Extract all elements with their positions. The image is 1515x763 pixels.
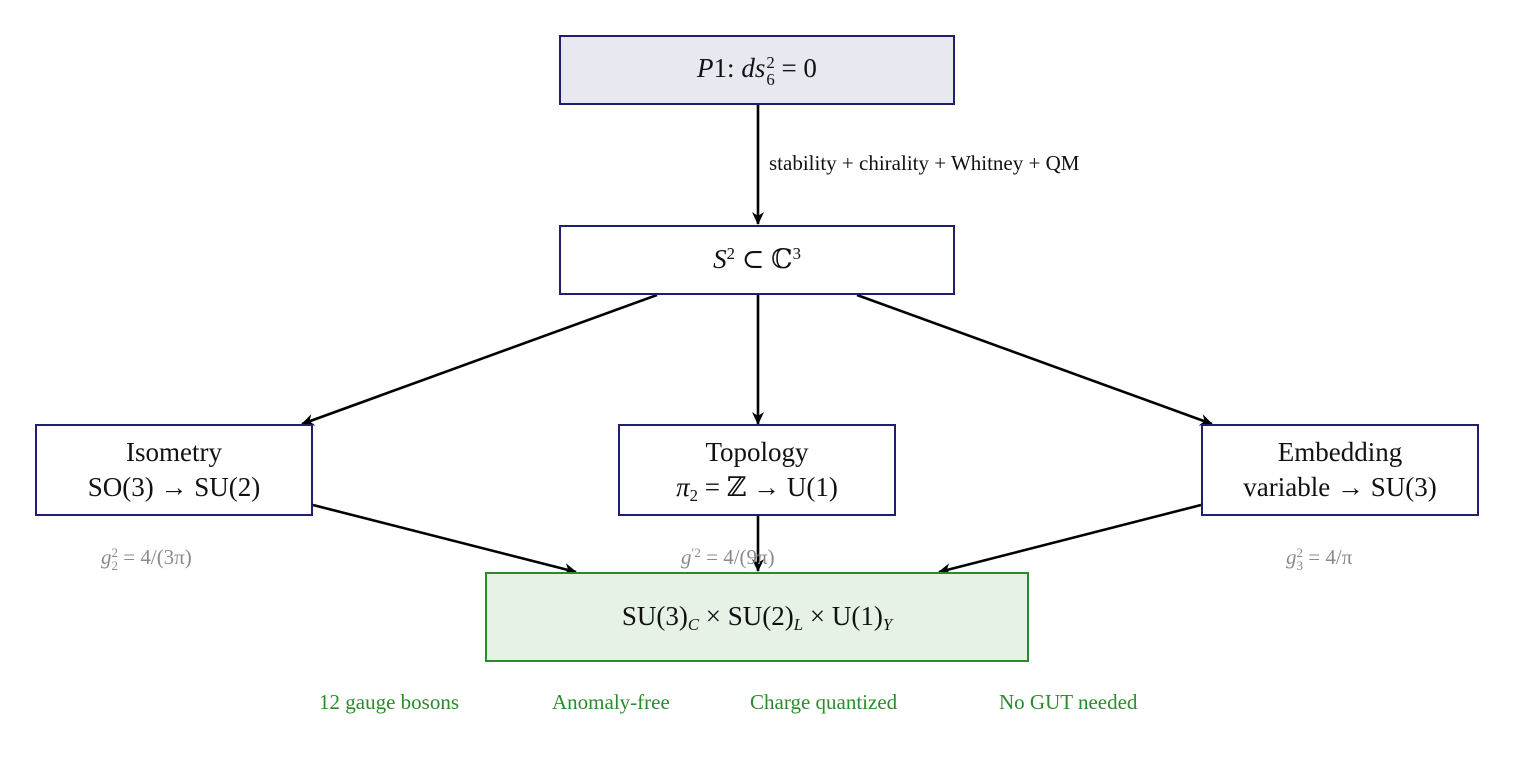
sm-times-2: × [809,601,826,632]
p1-number: 1 [713,53,728,84]
coupling-g2-rhs: = 4/(3π) [123,545,192,569]
sm-group-su2: SU(2) [727,601,794,632]
p1-ds: ds [741,53,766,84]
node-isometry: Isometry SO(3) → SU(2) [35,424,313,516]
sm-group-u1: U(1) [831,601,883,632]
isometry-title: Isometry [126,436,222,467]
embedding-line2: variable → SU(3) [1243,472,1437,502]
node-embedding: Embedding variable → SU(3) [1201,424,1479,516]
feature-charge-quantized: Charge quantized [750,690,898,714]
feature-anomaly-free: Anomaly-free [552,690,670,714]
edge-s2-to-embedding [856,293,1213,426]
p1-prefix: P [697,53,714,84]
sm-group-u1-sub: Y [882,615,893,635]
sm-times-1: × [705,601,722,632]
topology-pi: π [676,472,690,502]
edge-embedding-to-sm [938,503,1202,575]
p1-sub: 6 [766,70,775,90]
p1-rhs: = 0 [781,53,817,84]
p1-sup: 2 [766,52,775,72]
coupling-g3-sup: 2 [1296,544,1304,560]
feature-gauge-bosons: 12 gauge bosons [319,690,459,714]
topology-pi-sub: 2 [689,486,698,506]
topology-title: Topology [705,436,809,467]
coupling-gprime-sup: ′2 [691,544,701,560]
coupling-g3-g: g [1286,545,1297,569]
topology-line2: π2 = ℤ → U(1) [676,470,838,505]
topology-rest: = ℤ → U(1) [704,472,838,502]
coupling-gprime-rhs: = 4/(9π) [706,545,775,569]
s2-S-sup: 2 [726,244,735,264]
coupling-gprime: g′2 = 4/(9π) [681,545,775,570]
s2-subset: ⊂ [741,244,765,275]
sm-formula: SU(3)C × SU(2)L × U(1)Y [622,599,892,634]
edge-label-p1-to-s2: stability + chirality + Whitney + QM [769,151,1080,175]
node-topology: Topology π2 = ℤ → U(1) [618,424,896,516]
edge-s2-to-isometry [301,293,658,426]
edge-isometry-to-sm [312,503,577,575]
node-standard-model: SU(3)C × SU(2)L × U(1)Y [485,572,1029,662]
s2-C-sup: 3 [792,244,801,264]
s2-S: S [713,244,727,275]
coupling-g3-rhs: = 4/π [1308,545,1353,569]
p1-colon: : [727,53,735,84]
coupling-g2-sub: 2 [111,558,119,574]
s2-C: ℂ [771,244,793,275]
sm-group-su2-sub: L [793,615,804,635]
feature-no-gut: No GUT needed [999,690,1138,714]
sm-group-su3-sub: C [687,615,700,635]
sm-group-su3: SU(3) [621,601,688,632]
coupling-g2-g: g [101,545,112,569]
coupling-gprime-g: g [681,545,692,569]
coupling-g3-sub: 3 [1296,558,1304,574]
node-s2-formula: S2 ⊂ ℂ3 [713,242,801,277]
embedding-title: Embedding [1277,436,1403,467]
coupling-g2-sup: 2 [111,544,119,560]
isometry-line2: SO(3) → SU(2) [87,472,261,502]
node-s2: S2 ⊂ ℂ3 [559,225,955,295]
